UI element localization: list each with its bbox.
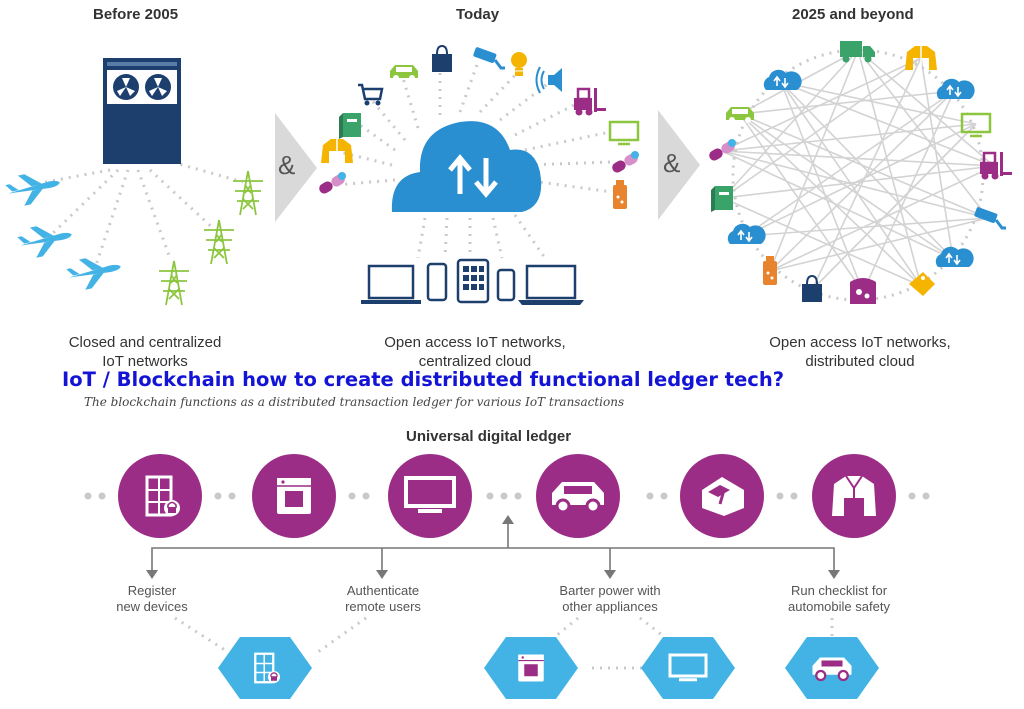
- ledger-node-car: [536, 454, 620, 538]
- shopping-bag-icon: [431, 45, 453, 73]
- car-icon: [726, 107, 754, 123]
- mesh-links: [721, 49, 995, 293]
- jacket-icon: [904, 45, 938, 71]
- caption-2025-and-beyond: Open access IoT networks, distributed cl…: [740, 333, 980, 371]
- power-tower-icon: [203, 219, 235, 265]
- pills-icon: [707, 139, 737, 163]
- airplane-icon: [15, 219, 76, 261]
- era-title-2025-and-beyond: 2025 and beyond: [792, 6, 914, 23]
- use-case-line: Barter power with: [559, 583, 661, 598]
- ledger-title: Universal digital ledger: [406, 428, 572, 445]
- ledger-branch-lines: [151, 520, 835, 574]
- bottom-node-door-lock: [218, 637, 312, 699]
- light-bulb-icon: [510, 51, 528, 77]
- use-case-line: Run checklist for: [790, 583, 888, 598]
- use-case-line: new devices: [116, 599, 188, 614]
- ledger-node-jacket: [812, 454, 896, 538]
- ledger-arrowheads: [146, 515, 840, 579]
- cloud-icon: [935, 245, 975, 268]
- laptop-icon: [361, 264, 421, 304]
- pills-icon: [610, 151, 640, 175]
- ledger-node-door-lock: [118, 454, 202, 538]
- phone-icon: [496, 268, 516, 302]
- use-case-barter-power: Barter power with other appliances: [535, 583, 685, 615]
- speaker-icon: [535, 66, 563, 94]
- caption-line: distributed cloud: [805, 353, 915, 370]
- phone-icon: [426, 262, 448, 302]
- caption-line: Open access IoT networks,: [769, 334, 951, 351]
- devices-row: [361, 258, 584, 305]
- car-icon: [390, 65, 418, 81]
- transition-arrow-1: [275, 113, 317, 222]
- headline: IoT / Blockchain how to create distribut…: [62, 368, 785, 391]
- washing-machine-icon: [517, 653, 545, 683]
- era-title-today: Today: [456, 6, 500, 23]
- cloud-icon: [727, 222, 767, 245]
- future-mesh-graphic: [707, 41, 1014, 304]
- bottom-links: [174, 616, 834, 670]
- bottom-node-washer: [484, 637, 578, 699]
- power-tower-icon: [232, 170, 264, 216]
- ledger-node-washer: [252, 454, 336, 538]
- forklift-icon: [978, 150, 1014, 181]
- ampersand-connector: &: [663, 148, 681, 178]
- ledger-node-monitor: [388, 454, 472, 538]
- bottle-icon: [613, 180, 627, 209]
- jacket-icon: [320, 138, 354, 164]
- transition-arrow-2: [658, 110, 700, 220]
- bottom-node-monitor: [641, 637, 735, 699]
- refrigerator-icon: [711, 186, 733, 212]
- power-tower-icon: [158, 260, 190, 306]
- monitor-icon: [608, 120, 640, 146]
- pills-icon: [317, 172, 347, 196]
- use-case-line: automobile safety: [788, 599, 890, 614]
- ampersand-connector: &: [278, 150, 296, 180]
- ledger-dotted-line: [84, 492, 930, 500]
- ledger-node-toaster: [680, 454, 764, 538]
- truck-icon: [840, 41, 875, 63]
- bottom-node-car: [785, 637, 879, 699]
- use-case-line: remote users: [345, 599, 421, 614]
- server-icon: [103, 58, 181, 164]
- caption-today: Open access IoT networks, centralized cl…: [355, 333, 595, 371]
- caption-before-2005: Closed and centralized IoT networks: [40, 333, 250, 371]
- caption-line: IoT networks: [102, 353, 188, 370]
- centralized-links: [39, 158, 244, 269]
- security-camera-icon: [471, 45, 507, 70]
- cloud-icon: [763, 68, 803, 91]
- central-cloud-icon: [391, 121, 542, 212]
- ledger-graphic: [84, 454, 930, 699]
- cloud-links: [334, 61, 613, 259]
- shopping-bag-icon: [801, 275, 823, 303]
- caption-line: centralized cloud: [418, 353, 532, 370]
- era-title-before-2005: Before 2005: [93, 6, 179, 23]
- subheadline: The blockchain functions as a distribute…: [84, 395, 625, 409]
- tablet-icon: [456, 258, 490, 304]
- today-graphic: [317, 45, 640, 305]
- caption-line: Closed and centralized: [68, 334, 222, 351]
- airplane-icon: [3, 167, 64, 209]
- airplane-icon: [64, 251, 125, 293]
- washing-machine-icon: [276, 477, 312, 515]
- laptop-icon: [518, 264, 584, 305]
- use-case-line: Register: [127, 583, 177, 598]
- security-camera-icon: [972, 205, 1008, 230]
- use-case-line: other appliances: [562, 599, 658, 614]
- jacket-icon: [831, 475, 877, 517]
- toaster-icon: [850, 278, 876, 304]
- forklift-icon: [572, 86, 608, 117]
- use-case-run-checklist: Run checklist for automobile safety: [764, 583, 914, 615]
- use-case-line: Authenticate: [346, 583, 420, 598]
- refrigerator-icon: [339, 113, 361, 139]
- shopping-cart-icon: [356, 83, 384, 107]
- before-2005-graphic: [3, 58, 264, 306]
- caption-line: Open access IoT networks,: [384, 334, 566, 351]
- use-case-register: Register new devices: [92, 583, 212, 615]
- use-case-authenticate: Authenticate remote users: [318, 583, 448, 615]
